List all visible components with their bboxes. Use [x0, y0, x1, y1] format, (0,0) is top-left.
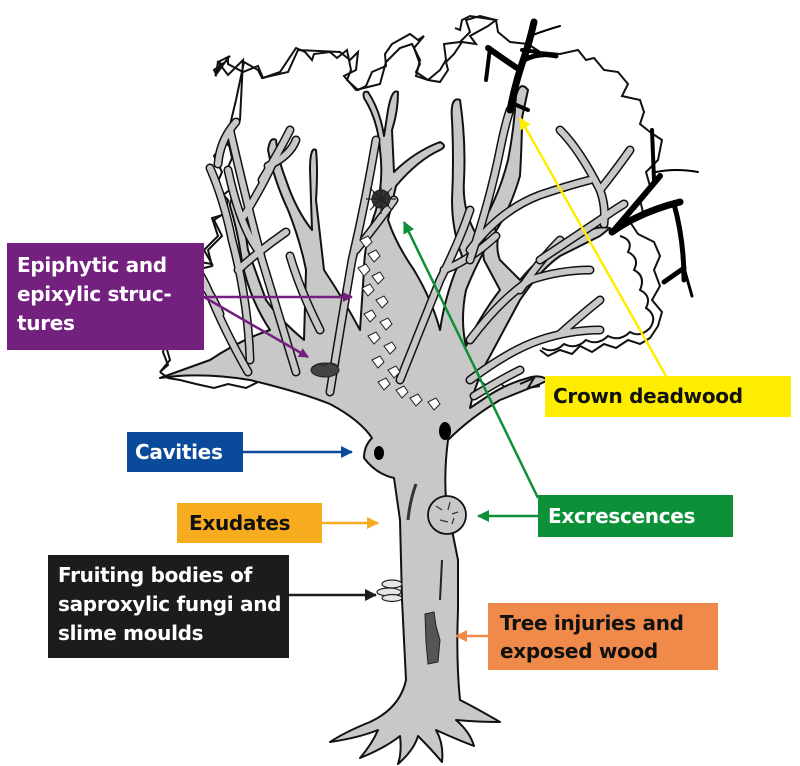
label-line: Tree injuries and	[500, 611, 684, 635]
label-exudates: Exudates	[177, 503, 322, 543]
crown-outline	[159, 14, 499, 373]
epiphyte-nest	[310, 362, 340, 378]
epiphyte-tuft-upper	[366, 184, 396, 214]
cavity-upper	[439, 422, 451, 440]
exposed-wood-patch	[424, 611, 441, 665]
label-line: epixylic struc-	[17, 282, 172, 306]
crown-deadwood-right	[608, 128, 699, 298]
label-tree-injuries: Tree injuries and exposed wood	[488, 603, 718, 670]
exudate-streak	[406, 483, 418, 521]
label-line: Crown deadwood	[553, 384, 743, 408]
label-line: Epiphytic and	[17, 253, 167, 277]
crown-outline-right-lower	[541, 235, 655, 352]
label-line: slime moulds	[58, 621, 204, 645]
fungi-brackets	[376, 579, 403, 603]
label-fruiting-bodies: Fruiting bodies of saproxylic fungi and …	[48, 555, 289, 658]
crown-outline-top	[229, 14, 664, 358]
arrow-crown-deadwood	[518, 117, 668, 377]
trunk-crack	[439, 559, 443, 601]
label-line: Excrescences	[548, 504, 696, 528]
label-line: tures	[17, 311, 75, 335]
label-cavities: Cavities	[127, 432, 243, 472]
label-epiphytic-epixylic-structures: Epiphytic and epixylic struc- tures	[7, 243, 204, 350]
ivy-leaves	[357, 235, 441, 411]
label-line: Fruiting bodies of	[58, 563, 252, 587]
label-excrescences: Excrescences	[538, 495, 733, 537]
arrow-excrescences-tuft	[402, 221, 540, 499]
label-crown-deadwood: Crown deadwood	[545, 376, 791, 417]
label-line: Exudates	[189, 511, 291, 535]
label-line: saproxylic fungi and	[58, 592, 282, 616]
excrescence-burl	[427, 495, 467, 535]
broken-branch-stub	[519, 375, 541, 390]
arrow-epiphytic-to-nest	[203, 295, 309, 359]
cavity-lower	[374, 446, 384, 460]
label-line: exposed wood	[500, 639, 658, 663]
crown-deadwood-upper	[484, 18, 561, 114]
label-line: Cavities	[135, 440, 223, 464]
